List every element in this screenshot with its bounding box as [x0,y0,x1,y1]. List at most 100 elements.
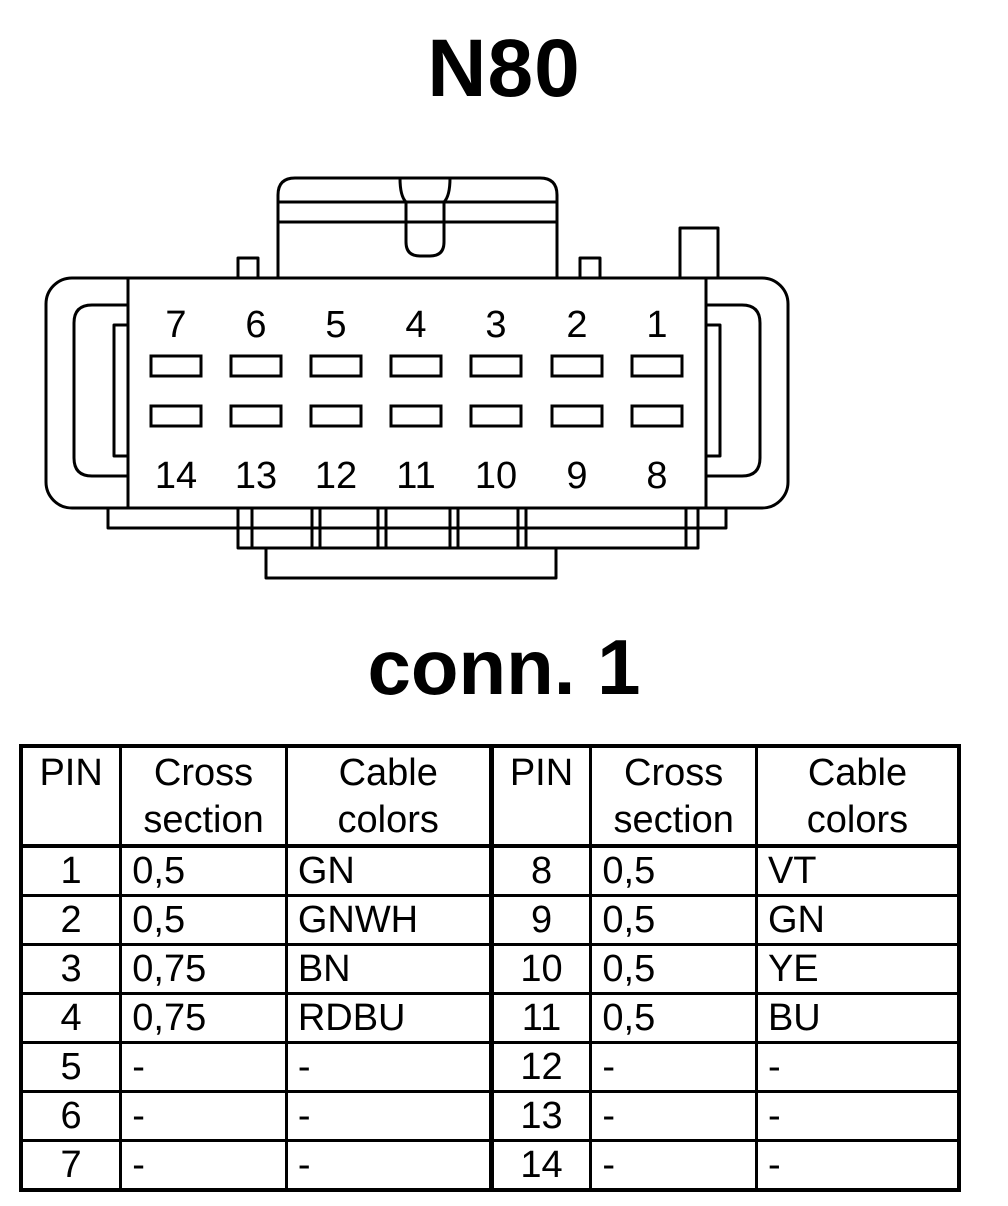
column-header: PIN [488,744,593,848]
connector-diagram: 7 6 5 4 3 2 1 14 13 12 11 10 9 8 [44,176,790,580]
connector-side-lock [706,303,762,478]
column-header-line: PIN [39,752,103,794]
connector-subtitle: conn. 1 [367,623,641,711]
pin-slot [309,404,363,428]
cross-section-cell: 0,5 [119,894,288,946]
column-header: Cable colors [754,744,961,848]
pin-number-label: 4 [405,304,426,346]
table-row: 7--14-- [19,1139,961,1192]
connector-nub [578,256,602,280]
cross-section-cell: 0,5 [119,844,288,897]
cross-section-cell: 0,5 [589,992,758,1044]
table-row: 6--13-- [19,1090,961,1142]
pin-slot [229,354,283,378]
pin-slot [389,354,443,378]
pin-slot [550,404,604,428]
cable-color-cell: - [284,1090,493,1142]
pin-slot [389,404,443,428]
pin-cell: 8 [488,844,593,897]
pin-cell: 3 [19,943,123,995]
cross-section-cell: - [119,1041,288,1093]
pin-cell: 14 [488,1139,593,1192]
pin-cell: 13 [488,1090,593,1142]
column-header-line: section [143,799,264,841]
cross-section-cell: - [119,1090,288,1142]
pin-number-label: 10 [475,455,517,497]
pin-table: PIN Cross section Cable colors PIN Cross sectio… [19,744,961,1192]
pin-array: 7 6 5 4 3 2 1 14 13 12 11 10 9 8 [149,304,684,497]
column-header: Cable colors [284,744,493,848]
cable-color-cell: - [754,1041,961,1093]
cross-section-cell: - [589,1090,758,1142]
table-header-row: PIN Cross section Cable colors PIN Cross sectio… [19,744,961,848]
cross-section-cell: - [589,1139,758,1192]
column-header: PIN [19,744,123,848]
cable-color-cell: VT [754,844,961,897]
pin-cell: 10 [488,943,593,995]
cross-section-cell: - [119,1139,288,1192]
column-header-line: colors [337,799,439,841]
cross-section-cell: 0,75 [119,943,288,995]
column-header-line: Cable [338,752,438,794]
column-header: Cross section [589,744,758,848]
pin-cell: 1 [19,844,123,897]
column-header-line: colors [806,799,909,841]
pin-slot [630,354,684,378]
cable-color-cell: BU [754,992,961,1044]
pin-number-label: 9 [566,455,587,497]
pin-slot [309,354,363,378]
pin-cell: 6 [19,1090,123,1142]
pin-number-label: 14 [155,455,197,497]
pin-cell: 12 [488,1041,593,1093]
connector-nub [678,226,720,280]
pin-cell: 11 [488,992,593,1044]
pin-slot [469,354,523,378]
column-header-line: Cross [624,752,724,794]
pin-slot [469,404,523,428]
connector-side-lock [72,303,128,478]
column-header-line: PIN [509,752,574,794]
pin-slot [149,354,203,378]
cross-section-cell: 0,5 [589,943,758,995]
pin-slot [550,354,604,378]
column-header-line: Cable [807,752,908,794]
connector-title: N80 [427,23,581,114]
cable-color-cell: GNWH [284,894,493,946]
table-row: 5--12-- [19,1041,961,1093]
cable-color-cell: - [284,1139,493,1192]
pin-number-label: 3 [485,304,506,346]
pin-number-label: 2 [566,304,587,346]
pin-cell: 2 [19,894,123,946]
pin-slot [149,404,203,428]
column-header: Cross section [119,744,288,848]
pin-number-label: 12 [315,455,357,497]
cable-color-cell: GN [284,844,493,897]
cable-color-cell: YE [754,943,961,995]
pin-number-label: 6 [245,304,266,346]
pin-number-label: 11 [396,455,435,497]
connector-latch [276,176,559,278]
column-header-line: Cross [153,752,254,794]
cable-color-cell: - [284,1041,493,1093]
pin-number-label: 5 [325,304,346,346]
connector-nub [236,256,260,280]
pin-number-label: 13 [235,455,277,497]
pin-slot [229,404,283,428]
column-header-line: section [613,799,734,841]
cross-section-cell: - [589,1041,758,1093]
cable-color-cell: BN [284,943,493,995]
cross-section-cell: 0,75 [119,992,288,1044]
pin-number-label: 7 [165,304,186,346]
pin-cell: 7 [19,1139,123,1192]
pin-cell: 4 [19,992,123,1044]
pin-number-label: 1 [646,304,667,346]
pin-number-label: 8 [646,455,667,497]
cable-color-cell: - [754,1139,961,1192]
cable-color-cell: RDBU [284,992,493,1044]
cross-section-cell: 0,5 [589,844,758,897]
